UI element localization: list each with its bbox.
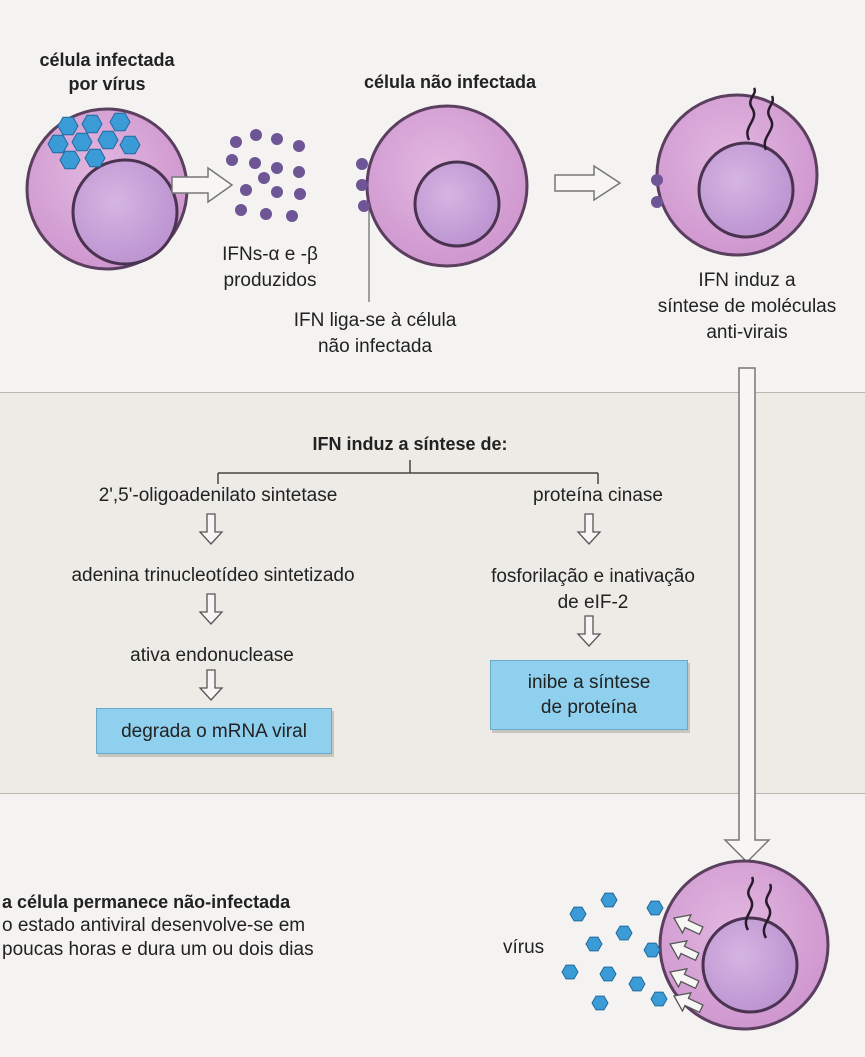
hollow-arrow-down-icon <box>723 367 771 864</box>
virus-particle <box>569 906 587 922</box>
blocking-arrows <box>668 913 704 1014</box>
ifn-molecule <box>226 154 238 166</box>
step-arrow-down-icon <box>198 593 224 625</box>
block-arrow-icon <box>668 939 700 962</box>
step-arrows <box>198 513 602 701</box>
left-step-2: adenina trinucleotídeo sintetizado <box>71 565 355 586</box>
virus-particle <box>615 925 633 941</box>
infected-cell <box>25 107 189 271</box>
virus-particle <box>109 112 131 132</box>
ifn-molecule <box>240 184 252 196</box>
block-arrow-icon <box>668 967 700 990</box>
protected-cell <box>658 859 830 1031</box>
virus-particle <box>599 966 617 982</box>
virus-label: vírus <box>503 937 545 958</box>
step-arrow-down-icon <box>198 669 224 701</box>
ifn-molecule <box>230 136 242 148</box>
result-box-mrna: degrada o mRNA viral <box>96 708 332 754</box>
step-arrow-down-icon <box>576 615 602 647</box>
virus-particle <box>57 116 79 136</box>
ifn-molecules <box>226 129 306 222</box>
ifn-molecule <box>294 188 306 200</box>
ifn-molecule <box>258 172 270 184</box>
ifn-molecule <box>250 129 262 141</box>
block-arrow-icon <box>672 991 704 1014</box>
step-arrow-down-icon <box>576 513 602 545</box>
ifn-binds-label: IFN liga-se à célula não infectada <box>293 310 457 357</box>
hollow-arrow-right-icon <box>171 166 234 204</box>
ifn-molecule <box>235 204 247 216</box>
virus-particle <box>71 132 93 152</box>
bottom-description: o estado antiviral desenvolve-se em pouc… <box>2 915 314 960</box>
virus-particle <box>585 936 603 952</box>
ifn-produced-label: IFNs-α e -β produzidos <box>222 244 318 291</box>
virus-cluster-inside <box>47 112 141 170</box>
ifn-molecule <box>271 133 283 145</box>
step-arrow-down-icon <box>198 513 224 545</box>
ifn-molecule <box>271 162 283 174</box>
mechanism-header: IFN induz a síntese de: <box>312 434 508 454</box>
ifn-induces-label: IFN induz a síntese de moléculas anti-vi… <box>657 270 837 343</box>
virus-particle <box>97 130 119 150</box>
virus-particle <box>628 976 646 992</box>
left-step-1: 2',5'-oligoadenilato sintetase <box>98 485 338 506</box>
ifn-molecule <box>249 157 261 169</box>
virus-particle <box>600 892 618 908</box>
block-arrow-icon <box>672 913 704 936</box>
ifn-molecule <box>286 210 298 222</box>
virus-particle <box>561 964 579 980</box>
virus-particles-outside <box>561 892 668 1011</box>
virus-particle <box>84 148 106 168</box>
result-box-protein: inibe a síntese de proteína <box>490 660 688 730</box>
branch-bracket <box>217 460 599 484</box>
ifn-molecule <box>260 208 272 220</box>
virus-particle <box>643 942 661 958</box>
hollow-arrow-right-icon <box>554 164 622 202</box>
ifn-molecule <box>271 186 283 198</box>
virus-particle <box>646 900 664 916</box>
infected-cell-label: célula infectada por vírus <box>39 50 175 94</box>
virus-particle <box>119 135 141 155</box>
virus-particle <box>81 114 103 134</box>
virus-particle <box>59 150 81 170</box>
right-step-1: proteína cinase <box>533 485 663 506</box>
ifn-molecule <box>293 140 305 152</box>
uninfected-cell-label: célula não infectada <box>363 72 537 92</box>
antiviral-cell <box>651 87 819 257</box>
virus-particle <box>47 134 69 154</box>
virus-particle <box>591 995 609 1011</box>
left-step-3: ativa endonuclease <box>130 645 294 666</box>
ifn-molecule <box>293 166 305 178</box>
bottom-title: a célula permanece não-infectada <box>2 892 291 912</box>
ifn-bound-receptors <box>356 158 370 212</box>
virus-particle <box>650 991 668 1007</box>
right-step-2: fosforilação e inativação de eIF-2 <box>491 566 695 613</box>
uninfected-cell <box>365 104 529 268</box>
